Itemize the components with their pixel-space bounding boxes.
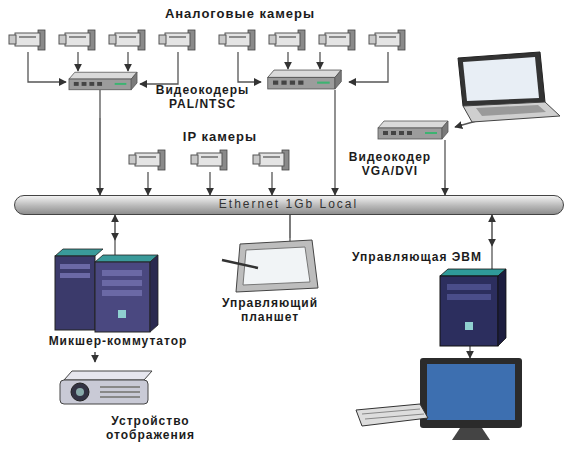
monitor-screen	[427, 364, 515, 420]
camera-wire	[127, 52, 128, 71]
pc-top	[440, 269, 506, 276]
server-bay	[102, 280, 142, 286]
device-caption: Управляющий планшет	[204, 296, 336, 324]
projector-top	[64, 371, 152, 380]
device-caption: Устройство отображения	[88, 414, 213, 442]
analog-camera	[109, 30, 145, 50]
analog-camera	[9, 30, 45, 50]
keyboard	[356, 404, 428, 426]
bus-label: Ethernet 1Gb Local	[15, 196, 562, 213]
stylus	[222, 260, 258, 268]
video-encoder	[69, 72, 137, 90]
connector	[444, 180, 445, 195]
device-caption: Управляющая ЭВМ	[348, 250, 486, 264]
keyboard-keys	[362, 409, 420, 414]
group-label: Аналоговые камеры	[135, 6, 345, 21]
projector-body	[60, 380, 148, 404]
monitor-wire	[469, 346, 470, 358]
monitor-bezel	[420, 358, 522, 428]
camera-wire	[140, 52, 178, 84]
wire-stub	[99, 90, 100, 118]
pc-bay	[447, 284, 491, 290]
mixer-node: Микшер-коммутатор	[18, 240, 218, 352]
projector-vent	[100, 391, 140, 393]
device-caption: Видеокодер VGA/DVI	[340, 150, 440, 178]
connector	[99, 118, 100, 195]
network-bus: Ethernet 1Gb Local	[14, 195, 564, 215]
analog-camera	[269, 30, 305, 50]
pc-node: Управляющая ЭВМ	[348, 246, 513, 346]
laptop-lid	[458, 52, 545, 106]
ip-camera	[191, 150, 227, 170]
server-tower	[95, 262, 150, 332]
server-bay	[60, 264, 90, 269]
projector-vent	[100, 396, 140, 398]
ip-camera-wire	[209, 172, 210, 195]
device-caption: Видеокодеры PAL/NTSC	[150, 83, 255, 111]
analog-camera	[219, 30, 255, 50]
projector-lens	[71, 383, 89, 401]
camera-wire	[349, 52, 388, 82]
server-top	[55, 249, 103, 256]
server-button	[118, 310, 126, 318]
wire-stub	[114, 240, 115, 256]
camera-wire	[238, 52, 261, 82]
pc-bay	[447, 294, 491, 300]
wire-stub	[444, 140, 445, 180]
projector-glass	[76, 388, 84, 396]
laptop-base	[463, 102, 560, 122]
encoder-node: Видеокодер VGA/DVI	[340, 118, 465, 180]
server-bay	[102, 270, 142, 276]
video-encoder	[268, 70, 342, 89]
analog-camera	[59, 30, 95, 50]
camera-wire	[319, 52, 320, 69]
tablet-node: Управляющий планшет	[200, 238, 340, 332]
ip-camera-wire	[271, 172, 272, 195]
server-bay	[60, 273, 90, 278]
pc-button	[465, 322, 473, 330]
group-label: IP камеры	[170, 129, 270, 144]
analog-camera	[369, 30, 405, 50]
analog-camera	[319, 30, 355, 50]
device-caption: Микшер-коммутатор	[18, 334, 218, 348]
pc-side	[498, 269, 506, 346]
laptop-screen	[463, 57, 539, 101]
encoder-wire	[334, 90, 335, 195]
projector-vent	[100, 386, 140, 388]
connector	[94, 352, 95, 362]
connector	[491, 215, 492, 246]
connector	[289, 215, 290, 238]
analog-camera	[159, 30, 195, 50]
monitor-stand	[452, 428, 490, 440]
ip-camera-wire	[147, 172, 148, 195]
server-tower	[55, 256, 95, 330]
display-node: Устройство отображения	[50, 362, 220, 454]
server-top	[95, 255, 158, 262]
pc-tower	[440, 276, 498, 346]
server-bay	[102, 290, 142, 296]
ip-camera	[253, 150, 289, 170]
camera-wire	[77, 52, 78, 71]
video-encoder	[378, 121, 448, 139]
camera-wire	[28, 52, 66, 82]
keyboard-keys	[365, 414, 424, 419]
wire-stub	[491, 246, 492, 270]
server-side	[150, 255, 158, 332]
connector	[114, 215, 115, 240]
laptop-keys	[476, 105, 546, 116]
encoder-node: Видеокодеры PAL/NTSC	[68, 70, 258, 118]
camera-wire	[287, 52, 288, 69]
ip-camera	[129, 150, 165, 170]
